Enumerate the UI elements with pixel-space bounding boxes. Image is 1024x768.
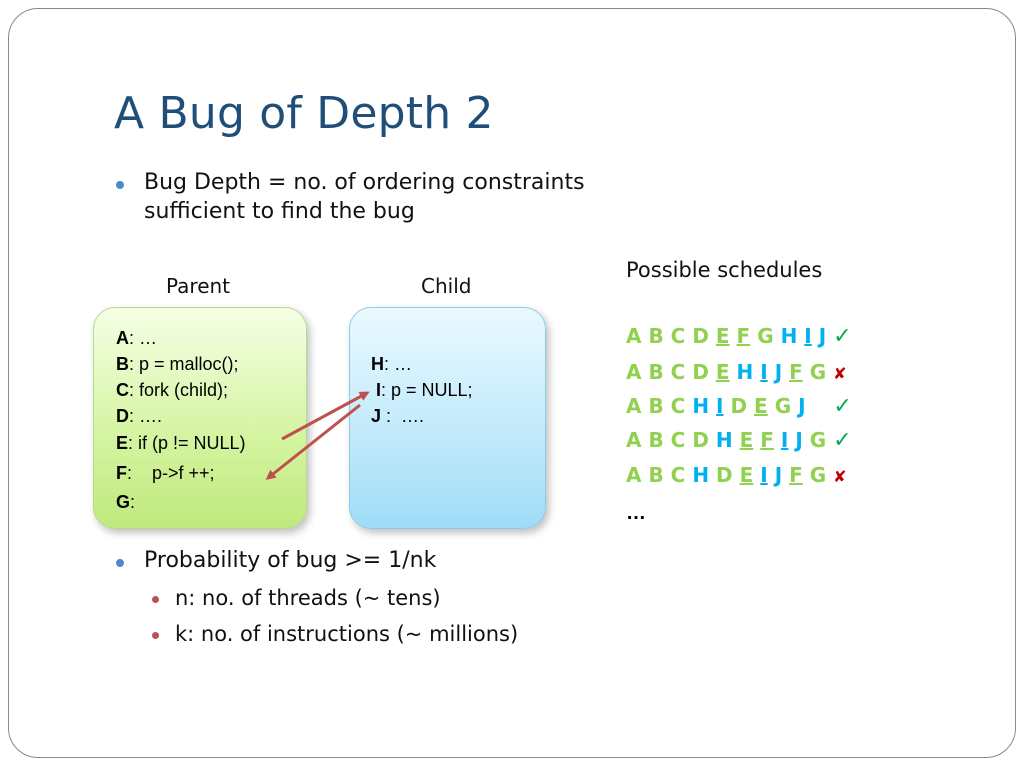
schedule-token: G <box>809 360 827 384</box>
schedule-token: A <box>626 428 642 452</box>
cross-icon: ✘ <box>833 364 847 383</box>
schedule-token: A <box>626 394 642 418</box>
parent-line-e: E: if (p != NULL) <box>116 433 246 453</box>
schedule-token: E <box>715 324 730 348</box>
schedule-row: A B C D H E F I J G ✓ <box>626 428 852 453</box>
schedule-token: G <box>757 324 774 348</box>
schedule-token: F <box>736 324 751 348</box>
schedule-token: I <box>760 463 768 487</box>
schedule-token: J <box>774 360 783 384</box>
schedule-row: A B C H I D E G J ✓ <box>626 394 852 419</box>
schedule-token: J <box>774 463 783 487</box>
schedule-token: B <box>648 324 664 348</box>
schedule-token: B <box>648 428 664 452</box>
child-line-h: H: … <box>371 354 413 374</box>
sub-bullet-threads: n: no. of threads (~ tens) <box>175 586 441 610</box>
schedule-token: I <box>804 324 812 348</box>
child-code-box: H: … I: p = NULL; J : …. <box>349 307 546 529</box>
parent-line-f: F: p->f ++; <box>116 463 215 483</box>
parent-line-c: C: fork (child); <box>116 380 229 400</box>
schedule-token: G <box>774 394 792 418</box>
schedule-token: D <box>692 360 709 384</box>
schedule-token: F <box>760 428 774 452</box>
bullet-probability: Probability of bug >= 1/nk <box>144 548 437 573</box>
parent-line-d: D: …. <box>116 406 163 426</box>
schedule-row: A B C D E F G H I J ✓ <box>626 324 852 349</box>
bullet-bug-depth-line2: sufficient to find the bug <box>144 199 415 224</box>
schedule-token: J <box>798 394 806 418</box>
schedule-token: B <box>648 463 664 487</box>
schedule-token: A <box>626 463 642 487</box>
schedule-token: H <box>736 360 754 384</box>
schedule-token: F <box>789 463 803 487</box>
slide-title: A Bug of Depth 2 <box>114 88 494 139</box>
check-icon: ✓ <box>833 394 852 419</box>
schedule-token: C <box>670 324 686 348</box>
schedule-token: I <box>760 360 768 384</box>
schedule-token: H <box>692 394 710 418</box>
schedule-token: I <box>716 394 724 418</box>
child-label: Child <box>421 274 472 298</box>
schedule-token: H <box>780 324 798 348</box>
schedule-token: C <box>670 463 686 487</box>
bullet-bug-depth: Bug Depth = no. of ordering constraints … <box>144 168 585 226</box>
bullet-bug-depth-line1: Bug Depth = no. of ordering constraints <box>144 170 585 195</box>
schedule-token: B <box>648 394 664 418</box>
sub-bullet-instructions: k: no. of instructions (~ millions) <box>175 622 519 646</box>
bullet-dot <box>116 559 124 567</box>
schedule-token: J <box>795 428 803 452</box>
schedule-token: I <box>780 428 789 452</box>
schedule-token: B <box>648 360 664 384</box>
schedule-token: D <box>730 394 748 418</box>
sub-bullet-dot <box>152 596 159 603</box>
schedule-token: E <box>715 360 730 384</box>
schedule-token: C <box>670 428 686 452</box>
child-line-i: I: p = NULL; <box>376 380 473 400</box>
schedule-row: A B C D E H I J F G ✘ <box>626 360 847 384</box>
schedule-token: E <box>739 428 754 452</box>
check-icon: ✓ <box>833 324 852 349</box>
bullet-dot <box>116 181 124 189</box>
parent-label: Parent <box>166 274 231 298</box>
schedule-row: A B C H D E I J F G ✘ <box>626 463 847 487</box>
schedule-token: D <box>692 324 709 348</box>
schedule-token: E <box>754 394 768 418</box>
check-icon: ✓ <box>833 428 852 453</box>
schedule-token: H <box>715 428 733 452</box>
schedule-token: J <box>818 324 827 348</box>
schedule-token: E <box>739 463 754 487</box>
schedule-token: D <box>692 428 709 452</box>
schedule-token: C <box>670 394 686 418</box>
cross-icon: ✘ <box>833 467 847 486</box>
parent-line-b: B: p = malloc(); <box>116 354 239 374</box>
sub-bullet-dot <box>152 632 159 639</box>
child-line-j: J : …. <box>371 406 425 426</box>
parent-line-a: A: … <box>116 328 158 348</box>
schedule-token: G <box>809 463 827 487</box>
schedule-token: H <box>692 463 710 487</box>
schedule-token: D <box>716 463 733 487</box>
schedules-ellipsis: … <box>626 502 646 524</box>
parent-line-g: G: <box>116 492 136 512</box>
schedule-token: C <box>670 360 686 384</box>
schedules-heading: Possible schedules <box>626 258 823 282</box>
schedule-token: A <box>626 360 642 384</box>
parent-code-box: A: … B: p = malloc(); C: fork (child); D… <box>93 307 307 529</box>
schedule-token: F <box>789 360 803 384</box>
schedule-token: G <box>809 428 827 452</box>
schedule-token: A <box>626 324 642 348</box>
